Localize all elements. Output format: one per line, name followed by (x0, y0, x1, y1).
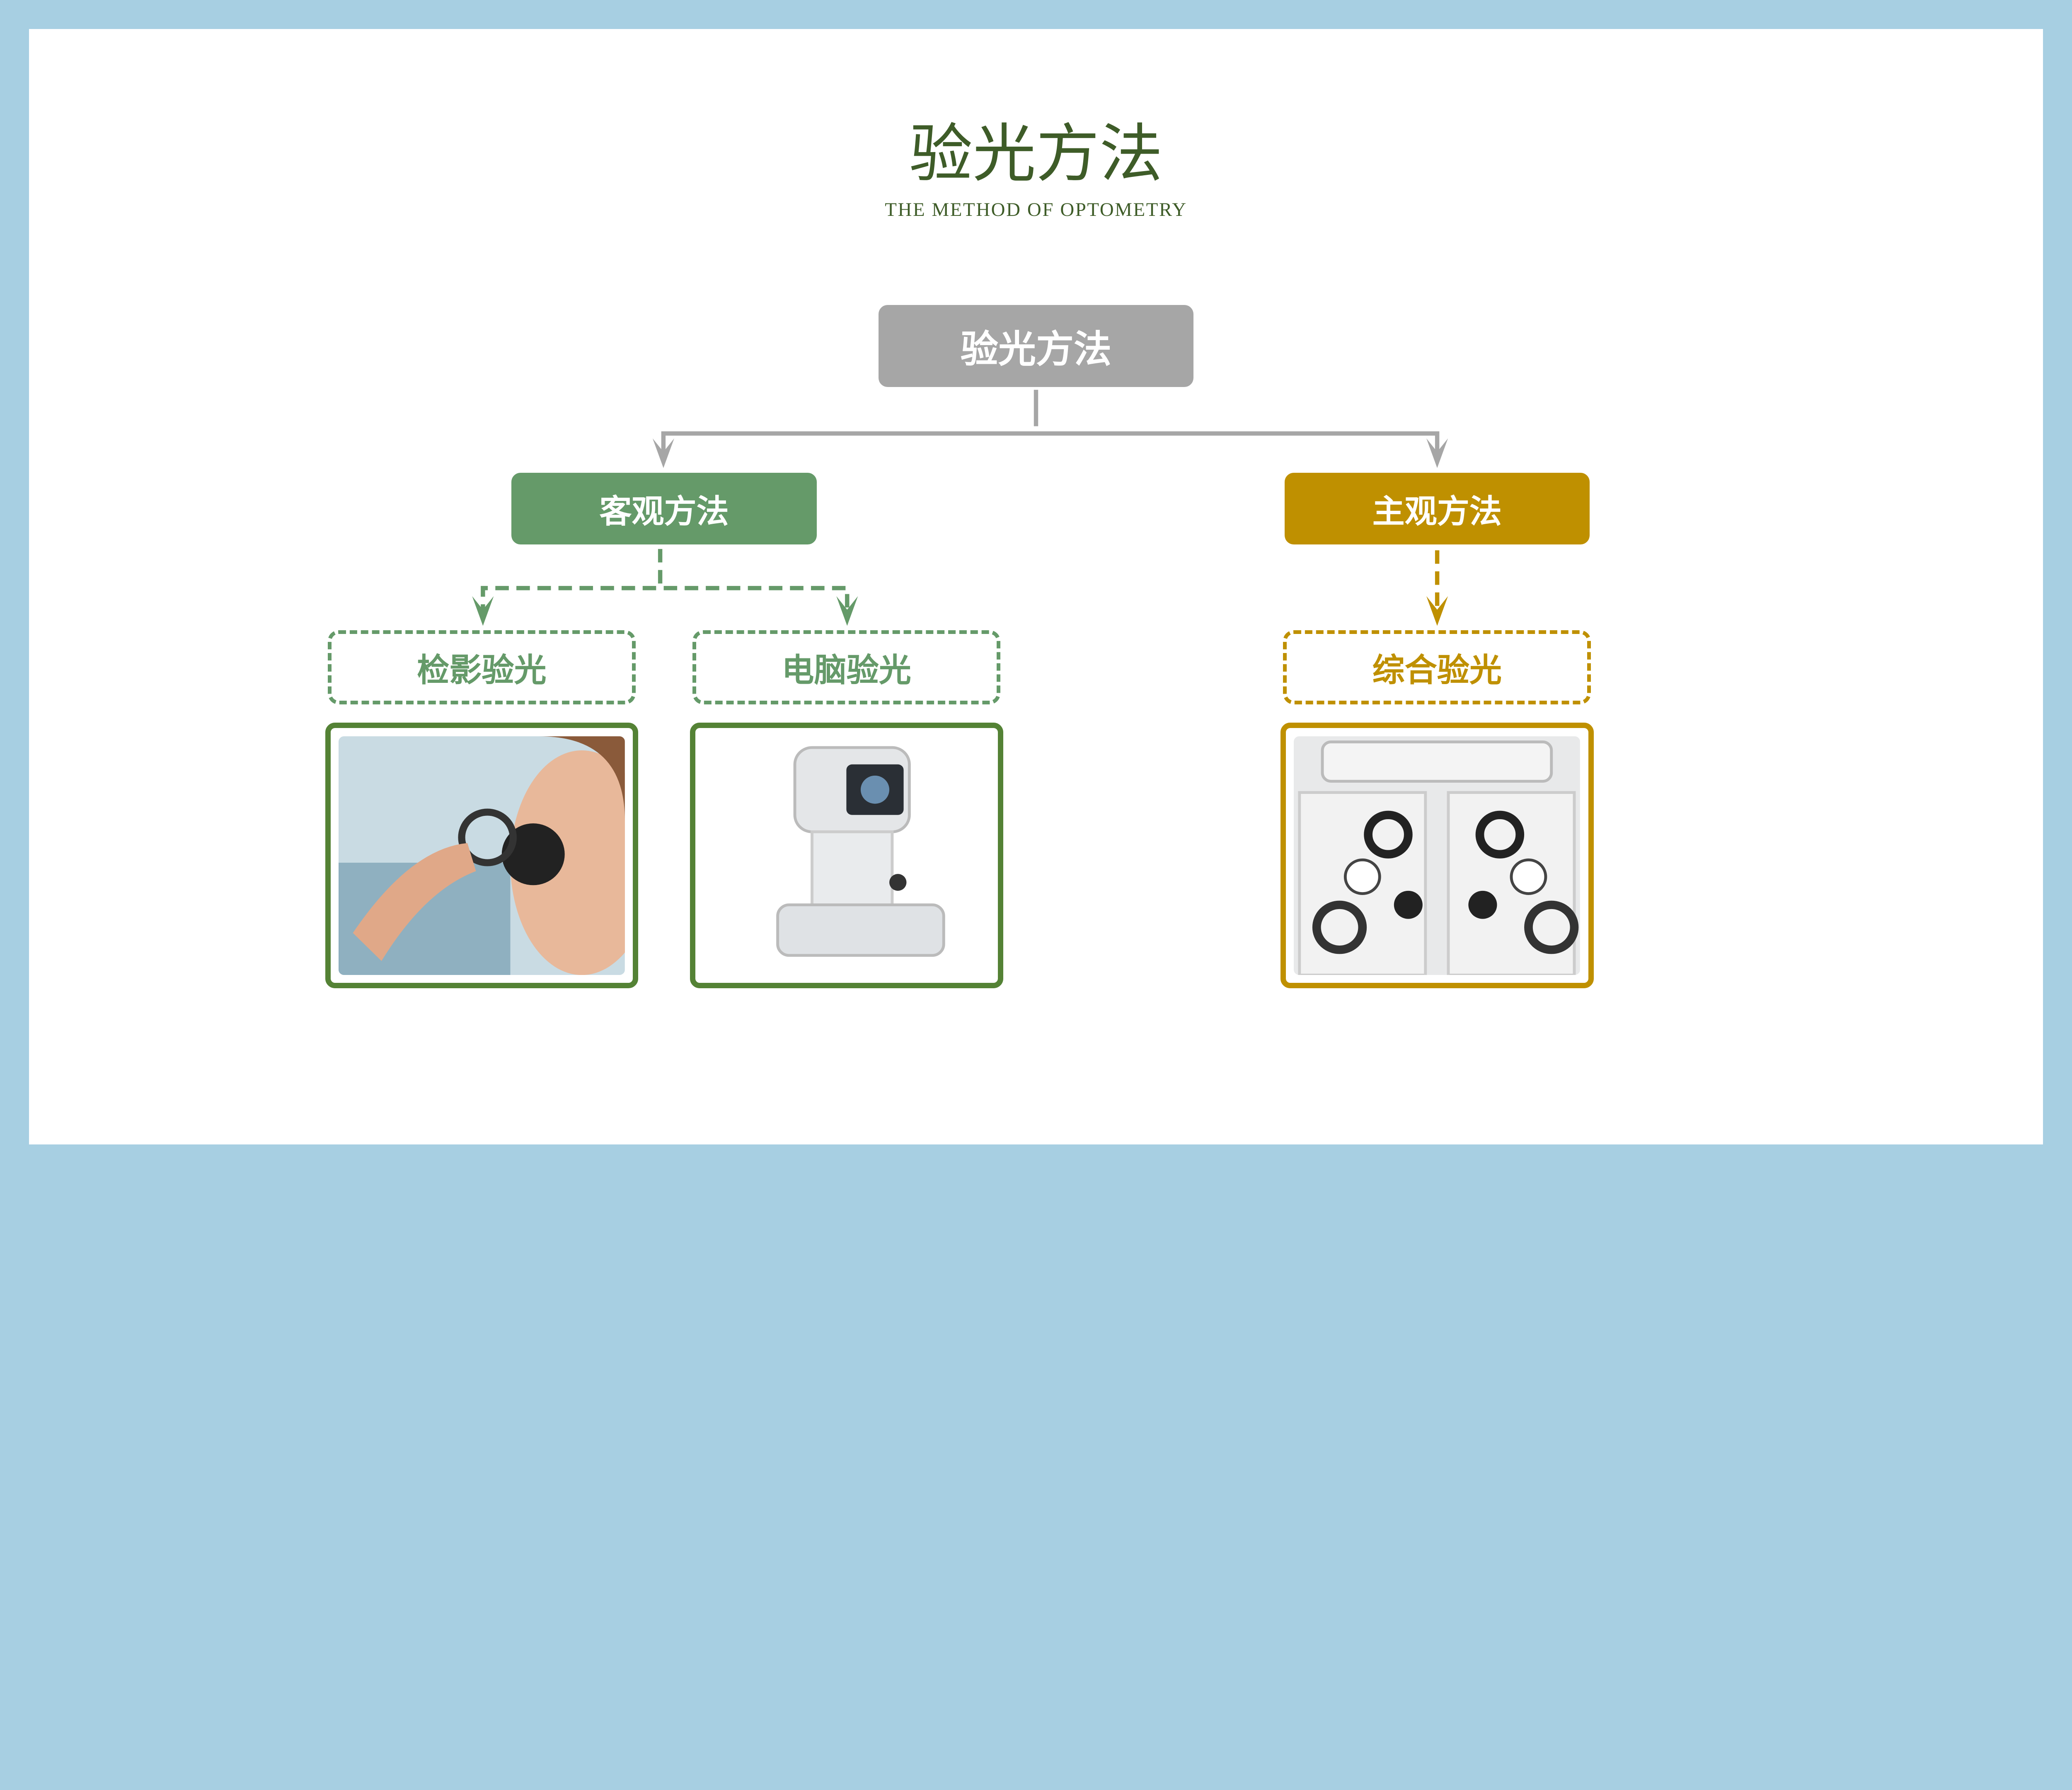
comprehensive-refraction-node: 综合验光 (1283, 630, 1591, 704)
arrow-to-objective (652, 438, 674, 468)
phoropter-photo (1280, 723, 1594, 989)
arrow-to-comprehensive (1426, 596, 1448, 626)
root-connector (661, 389, 1440, 459)
subjective-method-node: 主观方法 (1284, 473, 1590, 544)
autorefraction-node: 电脑验光 (692, 630, 1001, 704)
retinoscopy-photo (325, 723, 639, 989)
retinoscopy-image (339, 736, 625, 975)
slide-frame: 验光方法 THE METHOD OF OPTOMETRY 验光方法 客观方法 主… (29, 29, 2043, 1144)
autorefractor-image (703, 736, 990, 975)
root-node: 验光方法 (879, 305, 1193, 387)
page-subtitle: THE METHOD OF OPTOMETRY (885, 199, 1187, 221)
arrow-to-subjective (1426, 438, 1448, 468)
page-title: 验光方法 (909, 117, 1163, 191)
autorefractor-photo (690, 723, 1003, 989)
retinoscopy-node: 检影验光 (328, 630, 636, 704)
arrow-to-retinoscopy (472, 596, 494, 626)
phoropter-image (1294, 736, 1581, 975)
objective-method-node: 客观方法 (511, 473, 817, 544)
connectors (472, 389, 1448, 626)
objective-connector (481, 549, 850, 618)
arrow-to-autorefraction (836, 596, 858, 626)
